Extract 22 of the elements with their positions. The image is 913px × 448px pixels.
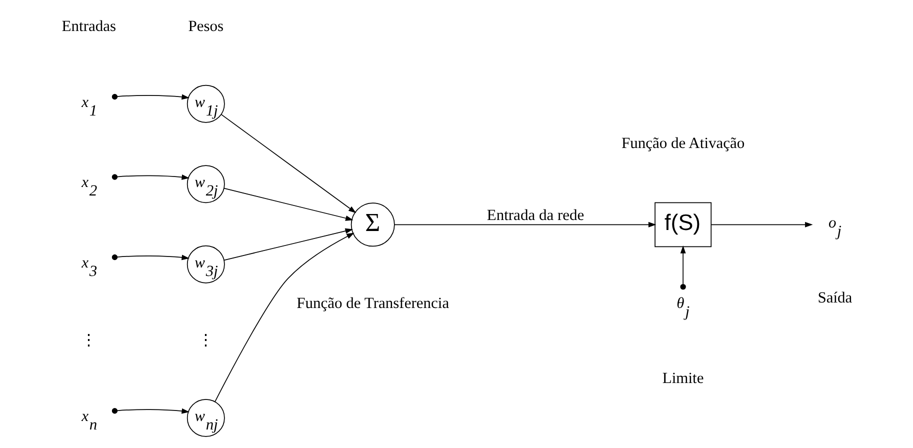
arrow	[220, 114, 356, 214]
node-box: f(S)	[654, 202, 712, 248]
arrow	[710, 222, 812, 228]
node-label: Saída	[817, 290, 852, 307]
arrow	[680, 246, 686, 290]
label: Entradas	[61, 18, 116, 35]
node-circle: Σ	[350, 202, 394, 247]
arrow	[214, 232, 354, 402]
arrow	[111, 408, 190, 414]
arrow	[223, 228, 353, 261]
arrow	[223, 188, 353, 221]
node-label: Função de Ativação	[620, 135, 744, 152]
node-label: Função de Transferencia	[296, 294, 449, 312]
arrow	[111, 174, 190, 180]
node-label: Limite	[662, 370, 704, 387]
label: ⋮	[197, 332, 214, 349]
edge-label: Entrada da rede	[486, 206, 584, 224]
arrow	[394, 222, 656, 228]
label: Pesos	[188, 18, 224, 35]
arrow	[111, 94, 190, 100]
arrow	[111, 254, 189, 260]
label: ⋮	[80, 332, 96, 349]
